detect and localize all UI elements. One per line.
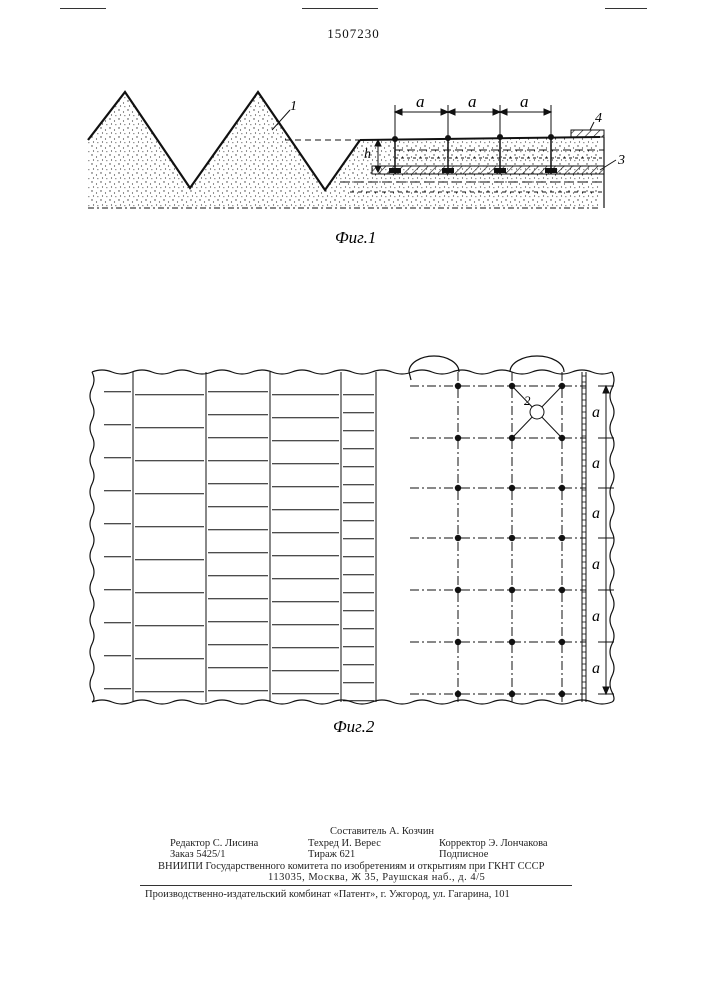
rod-point	[509, 639, 515, 645]
rod-point	[559, 535, 565, 541]
rod-point	[559, 691, 565, 697]
institute: ВНИИПИ Государственного комитета по изоб…	[158, 861, 545, 872]
rod-point	[455, 435, 461, 441]
turn-arc-left	[409, 356, 459, 372]
print-run: Тираж 621	[308, 849, 355, 860]
top-break-line	[92, 370, 612, 374]
left-break-line	[90, 372, 94, 702]
figure-1-drawing: a a a h 1 4 3 Фиг.1	[0, 0, 707, 260]
leader-4	[590, 122, 594, 130]
ref-numeral-2: 2	[524, 393, 531, 408]
ref-numeral-4: 4	[595, 111, 602, 126]
ruler-ticks	[582, 376, 586, 700]
strip-boundaries	[133, 372, 586, 702]
leader-3	[600, 160, 616, 170]
order-number: Заказ 5425/1	[170, 849, 225, 860]
turn-arc-right	[510, 356, 564, 372]
element-4	[571, 130, 604, 137]
dim-a-label: a	[468, 92, 477, 111]
dim-a-label: a	[592, 404, 600, 421]
ref-numeral-3: 3	[617, 153, 625, 168]
ref-numeral-1: 1	[290, 99, 297, 114]
dim-a-label: a	[592, 660, 600, 677]
editor: Редактор С. Лисина	[170, 838, 258, 849]
dim-a-label: a	[416, 92, 425, 111]
rod-point	[455, 485, 461, 491]
dim-a-label: a	[592, 556, 600, 573]
rod-point	[559, 485, 565, 491]
height-label: h	[364, 147, 371, 162]
figure-2-caption: Фиг.2	[333, 717, 375, 736]
dim-a-label: a	[592, 505, 600, 522]
strip-cut-lines	[104, 392, 374, 701]
dim-a-label: a	[520, 92, 529, 111]
rod-point	[509, 535, 515, 541]
rod-point	[509, 587, 515, 593]
rod-point	[455, 535, 461, 541]
proofreader: Корректор Э. Лончакова	[439, 838, 548, 849]
right-dimension-chain	[603, 386, 609, 694]
rod-point	[559, 587, 565, 593]
compiler: Составитель А. Козчин	[330, 826, 434, 837]
right-break-line	[610, 372, 614, 702]
rod-point	[455, 639, 461, 645]
rod-points	[455, 383, 565, 697]
footer-divider	[140, 885, 572, 886]
address: 113035, Москва, Ж 35, Раушская наб., д. …	[268, 872, 485, 883]
subscription: Подписное	[439, 849, 488, 860]
figure-2-drawing: 2 a a a a a a Фиг.2	[0, 330, 707, 750]
layer-3-hatched	[372, 166, 604, 174]
rod-point	[455, 691, 461, 697]
rod-point	[509, 485, 515, 491]
rod-point	[559, 639, 565, 645]
rod-point	[509, 691, 515, 697]
dim-a-label: a	[592, 608, 600, 625]
figure-1-caption: Фиг.1	[335, 228, 376, 247]
cross-element-2	[512, 386, 562, 438]
rod-point	[455, 587, 461, 593]
dim-a-label: a	[592, 455, 600, 472]
rod-point	[455, 383, 461, 389]
printer: Производственно-издательский комбинат «П…	[145, 889, 510, 900]
tech-editor: Техред И. Верес	[308, 838, 381, 849]
